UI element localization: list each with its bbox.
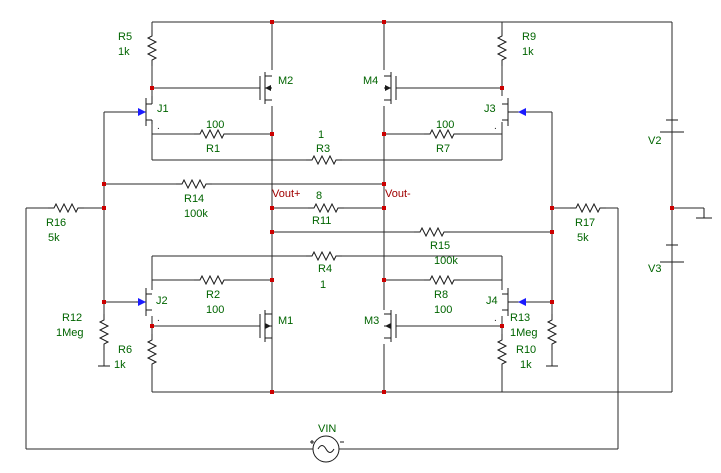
resistor-r4[interactable] bbox=[305, 251, 343, 261]
label-m2: M2 bbox=[278, 75, 293, 87]
label-r10-name: R10 bbox=[516, 344, 536, 356]
resistor-r14[interactable] bbox=[175, 179, 213, 189]
label-r12-name: R12 bbox=[62, 312, 82, 324]
label-r6-name: R6 bbox=[118, 344, 132, 356]
nodes bbox=[102, 20, 674, 394]
labels: R5 1k R9 1k M2 M4 J1 J3 . . 100 R1 100 R… bbox=[46, 31, 661, 435]
svg-text:.: . bbox=[494, 313, 497, 324]
label-r15-name: R15 bbox=[430, 240, 450, 252]
mosfet-m3[interactable] bbox=[384, 310, 397, 342]
resistor-r3[interactable] bbox=[305, 155, 343, 165]
mosfet-m2[interactable] bbox=[259, 72, 272, 104]
label-r16-value: 5k bbox=[48, 232, 60, 244]
resistor-r6[interactable] bbox=[147, 333, 157, 371]
resistor-r13[interactable] bbox=[547, 313, 557, 351]
resistor-r16[interactable] bbox=[47, 203, 85, 213]
label-r7-name: R7 bbox=[436, 143, 450, 155]
label-r1-name: R1 bbox=[206, 143, 220, 155]
resistor-r9[interactable] bbox=[497, 29, 507, 67]
label-r7-value: 100 bbox=[436, 119, 454, 131]
label-r15-value: 100k bbox=[434, 255, 458, 267]
resistor-r10[interactable] bbox=[497, 333, 507, 371]
label-vin: VIN bbox=[318, 423, 336, 435]
label-r2-value: 100 bbox=[206, 304, 224, 316]
resistor-r12[interactable] bbox=[99, 313, 109, 351]
resistor-r5[interactable] bbox=[147, 29, 157, 67]
resistor-r15[interactable] bbox=[413, 227, 451, 237]
resistor-r17[interactable] bbox=[569, 203, 607, 213]
label-r14-value: 100k bbox=[184, 208, 208, 220]
label-r10-value: 1k bbox=[520, 359, 532, 371]
label-r11-name: R11 bbox=[312, 215, 331, 227]
label-v2: V2 bbox=[648, 135, 661, 147]
label-m4: M4 bbox=[363, 75, 378, 87]
label-r2-name: R2 bbox=[206, 289, 220, 301]
battery-v2[interactable] bbox=[660, 119, 684, 160]
ac-source-vin[interactable] bbox=[310, 435, 344, 463]
resistor-r1[interactable] bbox=[193, 129, 231, 139]
mosfet-m1[interactable] bbox=[259, 310, 272, 342]
label-r17-value: 5k bbox=[577, 232, 589, 244]
label-m1: M1 bbox=[278, 315, 293, 327]
label-r13-name: R13 bbox=[510, 312, 530, 324]
label-r5-name: R5 bbox=[118, 31, 132, 43]
label-j1: J1 bbox=[157, 103, 169, 115]
svg-text:.: . bbox=[157, 121, 160, 132]
jfet-j1[interactable] bbox=[136, 96, 153, 126]
jfet-j3[interactable] bbox=[502, 98, 526, 126]
resistor-r2[interactable] bbox=[193, 275, 231, 285]
net-label-vout-plus: Vout+ bbox=[272, 188, 300, 200]
label-r14-name: R14 bbox=[184, 193, 204, 205]
label-r11-value: 8 bbox=[316, 190, 322, 202]
label-r3-name: R3 bbox=[316, 143, 330, 155]
label-r5-value: 1k bbox=[118, 46, 130, 58]
jfet-j4[interactable] bbox=[502, 288, 526, 316]
label-j2: J2 bbox=[156, 295, 168, 307]
net-label-vout-minus: Vout- bbox=[385, 188, 411, 200]
battery-v3[interactable] bbox=[660, 244, 684, 275]
mosfet-m4[interactable] bbox=[384, 72, 397, 104]
svg-text:.: . bbox=[494, 121, 497, 132]
label-r13-value: 1Meg bbox=[510, 327, 538, 339]
wires bbox=[25, 21, 704, 450]
label-r3-value: 1 bbox=[318, 129, 324, 141]
label-r6-value: 1k bbox=[114, 359, 126, 371]
label-v3: V3 bbox=[648, 263, 661, 275]
label-r16-name: R16 bbox=[46, 217, 66, 229]
jfet-j2[interactable] bbox=[136, 288, 152, 316]
label-r17-name: R17 bbox=[575, 217, 595, 229]
label-r8-value: 100 bbox=[434, 304, 452, 316]
label-r9-value: 1k bbox=[522, 46, 534, 58]
label-j3: J3 bbox=[484, 103, 496, 115]
resistor-r8[interactable] bbox=[423, 275, 461, 285]
resistor-r7[interactable] bbox=[423, 129, 461, 139]
resistor-r11[interactable] bbox=[307, 203, 345, 213]
label-r4-name: R4 bbox=[318, 263, 332, 275]
label-m3: M3 bbox=[364, 315, 379, 327]
svg-text:.: . bbox=[157, 313, 160, 324]
label-r8-name: R8 bbox=[434, 289, 448, 301]
label-r1-value: 100 bbox=[206, 119, 224, 131]
label-r4-value: 1 bbox=[320, 279, 326, 291]
label-r9-name: R9 bbox=[522, 31, 536, 43]
label-r12-value: 1Meg bbox=[56, 327, 84, 339]
ground-icon bbox=[696, 208, 712, 219]
label-j4: J4 bbox=[486, 295, 498, 307]
